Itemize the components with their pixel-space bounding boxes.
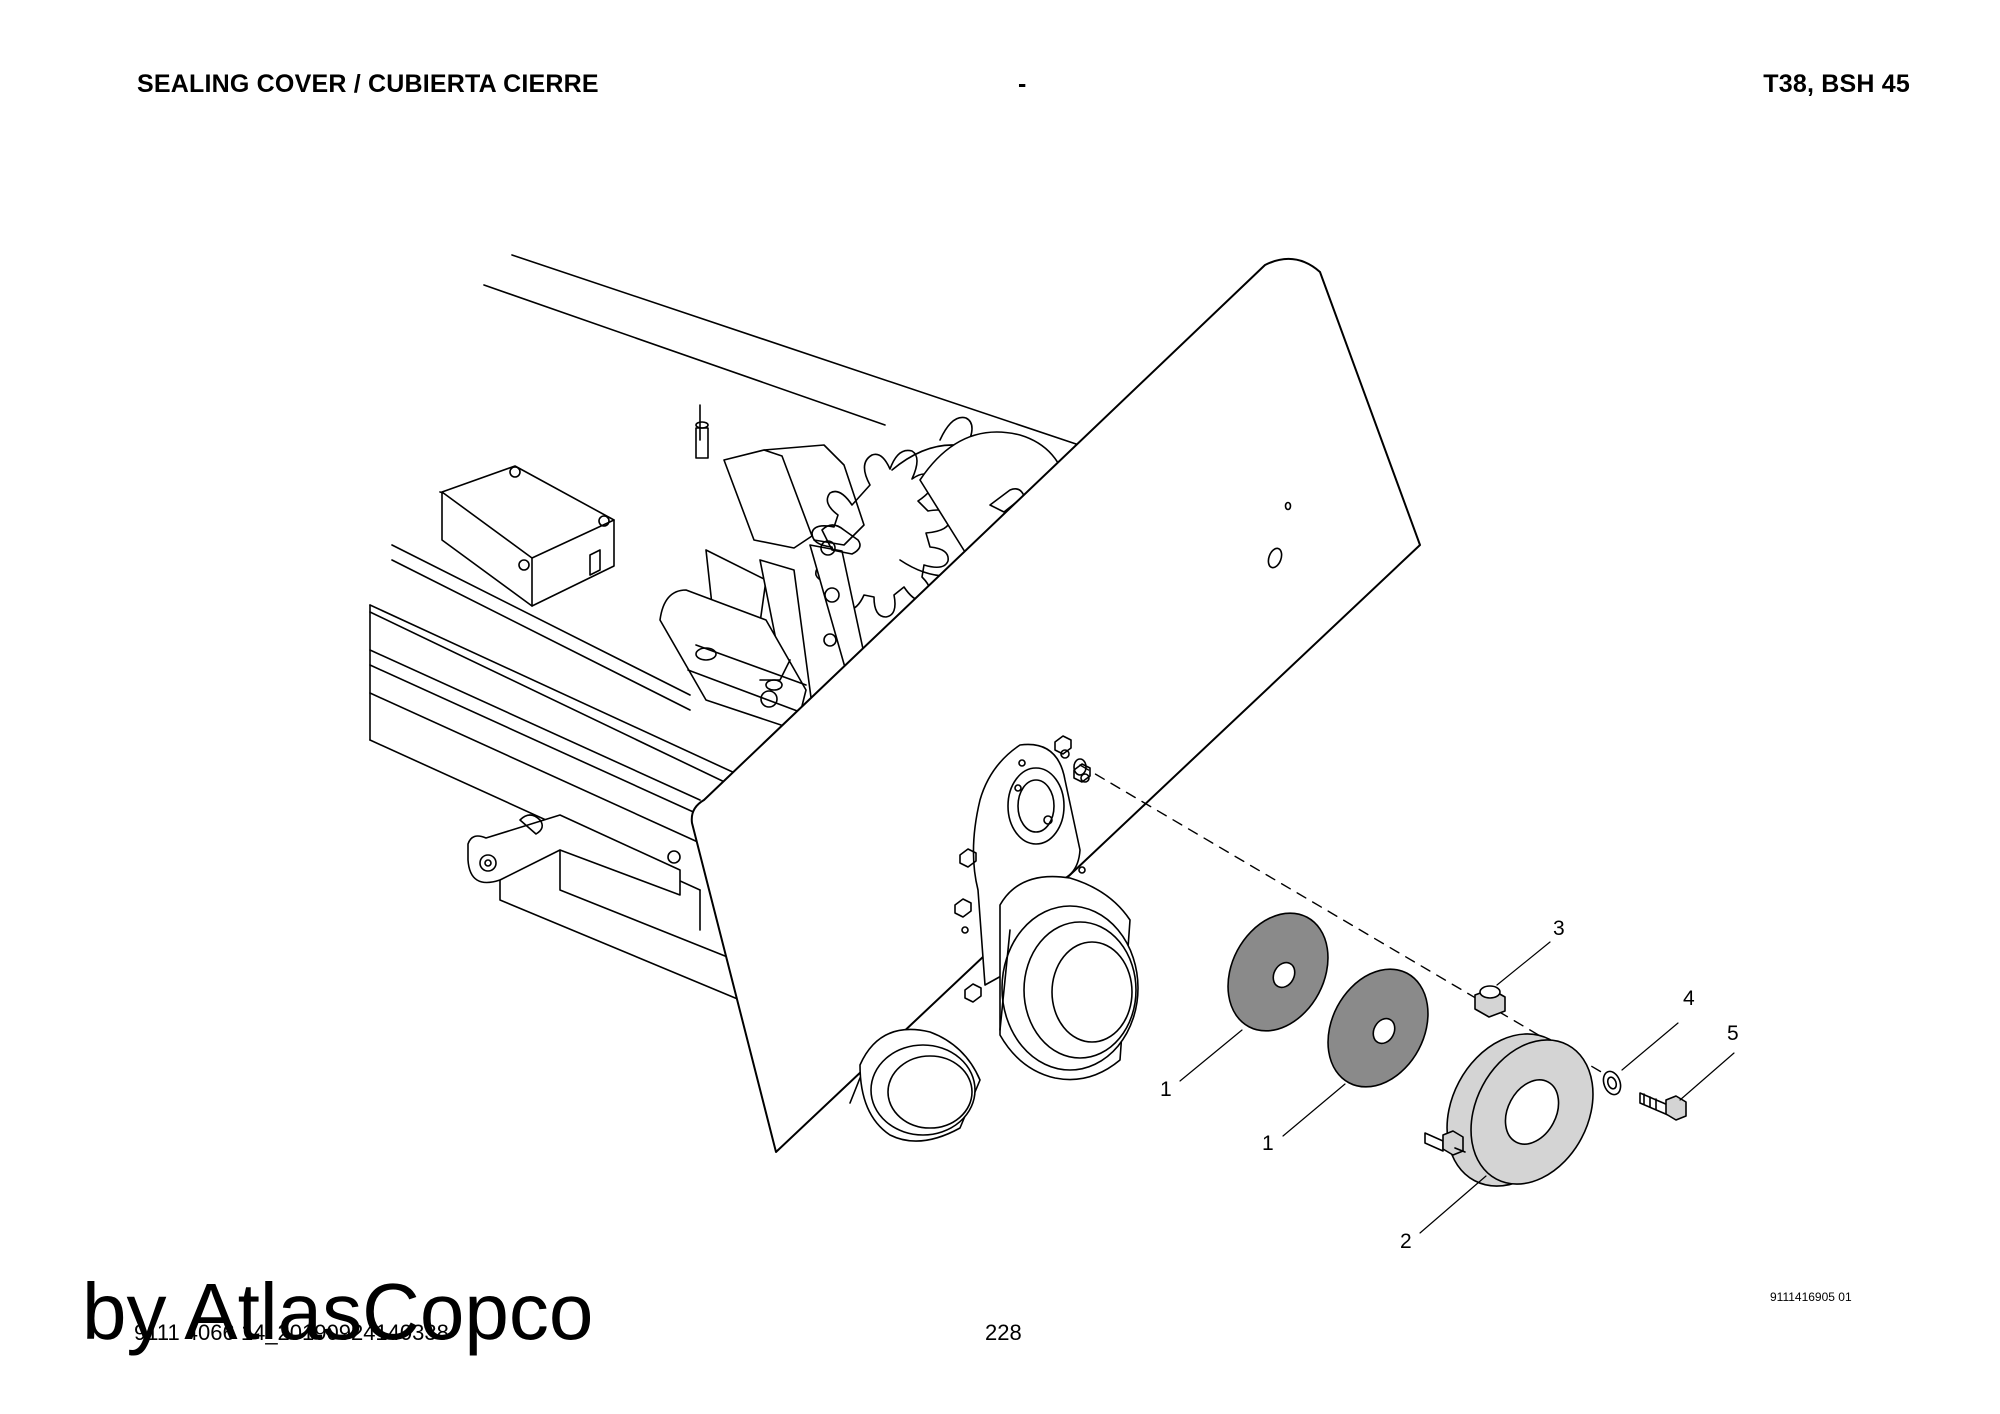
leader-lines [1179, 941, 1735, 1234]
header-separator: - [1018, 70, 1027, 98]
lower-boom-rails [369, 544, 751, 931]
sealing-cover-part-2 [1424, 1033, 1594, 1187]
model-label: T38, BSH 45 [1763, 70, 1910, 98]
document-code: 9111 4066 14_20190924140338 [134, 1320, 449, 1345]
callout-label: 4 [1683, 987, 1695, 1010]
callout-label: 3 [1553, 917, 1565, 940]
gasket-part-1a [1227, 912, 1329, 1032]
callout-label: 5 [1727, 1022, 1739, 1045]
page-title: SEALING COVER / CUBIERTA CIERRE [137, 70, 599, 98]
bottom-bracket [467, 814, 741, 1001]
spacer-part-3 [1474, 985, 1506, 1018]
callout-label: 1 [1262, 1132, 1274, 1155]
assembly-axis [1079, 764, 1621, 1084]
small-motor-cap [849, 1028, 981, 1142]
callout-label: 1 [1160, 1078, 1172, 1101]
gasket-part-1b [1327, 968, 1429, 1088]
motor-cap [999, 875, 1139, 1081]
callout-label: 2 [1400, 1230, 1412, 1253]
page-number: 228 [985, 1320, 1022, 1345]
housing-box [441, 465, 615, 607]
watermark: by AtlasCopco [82, 1267, 594, 1356]
end-plate [690, 257, 1421, 1153]
bolt-part-5 [1639, 1092, 1687, 1121]
washer-part-4 [1602, 1070, 1622, 1096]
drawing-reference-code: 9111416905 01 [1770, 1290, 1852, 1304]
